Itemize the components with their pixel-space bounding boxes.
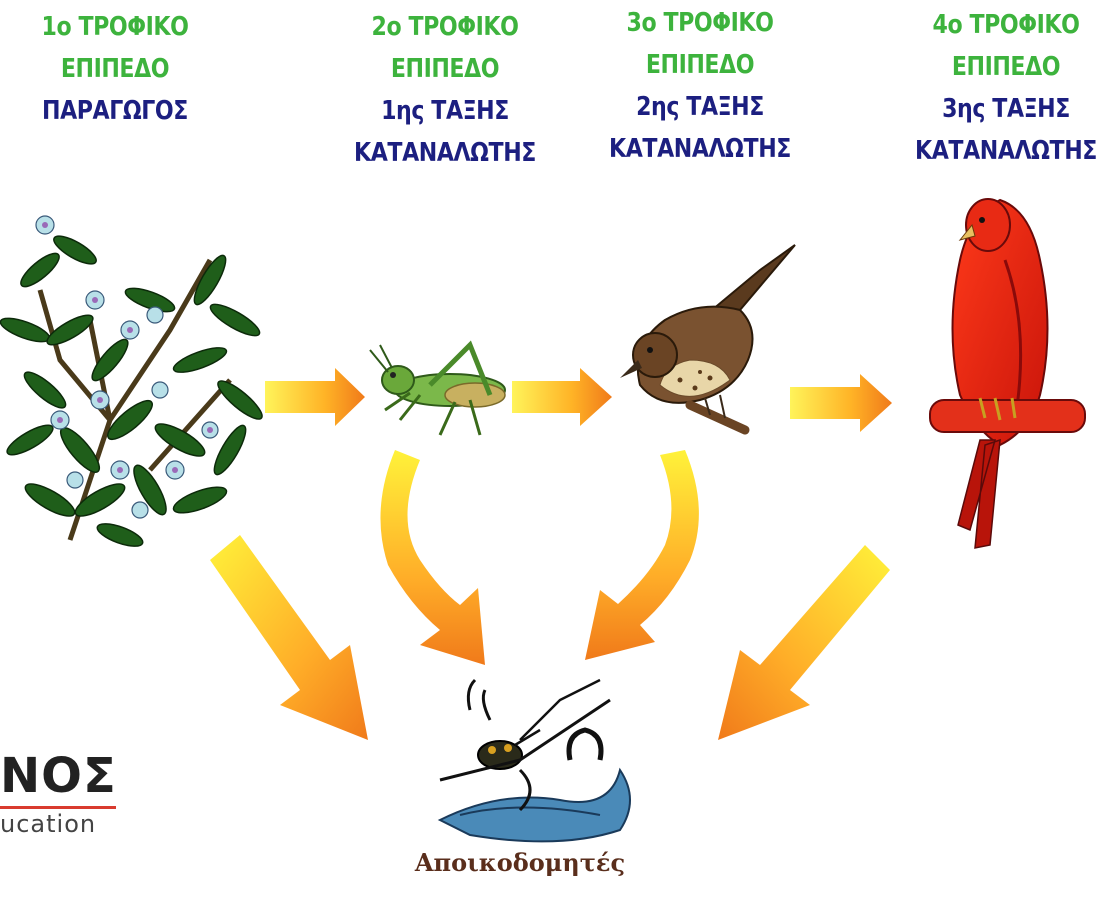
decomposers-label: Αποικοδομητές (390, 848, 650, 877)
logo-subtext: ucation (0, 810, 96, 838)
grasshopper-icon (370, 345, 505, 435)
arrow-bird-to-hawk (790, 374, 892, 432)
logo-text: ΝΟΣ (0, 748, 117, 804)
bird-icon (620, 245, 795, 430)
plant-icon (0, 216, 267, 551)
arrow-bird-to-decomposers (585, 450, 699, 660)
logo-underline (0, 806, 116, 809)
arrow-plant-to-grasshopper (265, 368, 365, 426)
arrow-plant-to-decomposers (210, 535, 368, 740)
hawk-icon (930, 199, 1085, 548)
arrow-grasshopper-to-bird (512, 368, 612, 426)
decomposers-icon (440, 680, 630, 841)
arrow-hawk-to-decomposers (718, 545, 890, 740)
arrow-grasshopper-to-decomposers (380, 450, 485, 665)
